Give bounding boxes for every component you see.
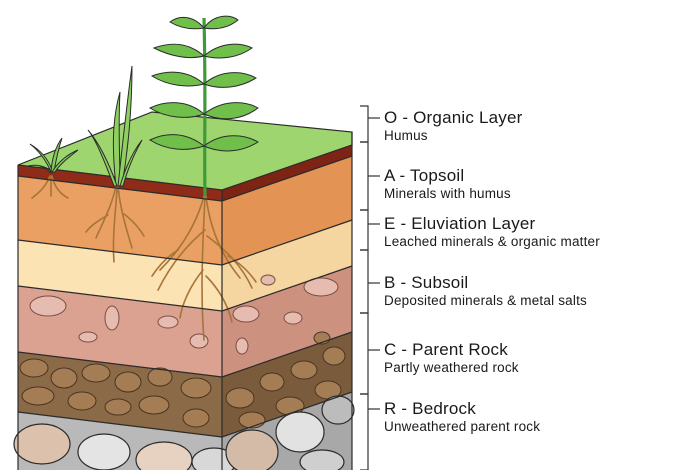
rock xyxy=(22,387,54,405)
pebble xyxy=(105,306,119,330)
pebble xyxy=(30,296,66,316)
rock xyxy=(105,399,131,415)
layer-title: B - Subsoil xyxy=(384,273,587,292)
boulder xyxy=(300,450,344,470)
boulder xyxy=(276,412,324,452)
plant-stem xyxy=(204,18,205,196)
pebble xyxy=(190,334,208,348)
leaf xyxy=(170,17,204,28)
rock xyxy=(181,378,211,398)
leaf xyxy=(154,44,204,57)
pebble xyxy=(261,275,275,285)
organic-layer-label: O - Organic Layer Humus xyxy=(384,108,523,144)
subsoil-label: B - Subsoil Deposited minerals & metal s… xyxy=(384,273,587,309)
boulder xyxy=(78,434,130,470)
layer-description: Deposited minerals & metal salts xyxy=(384,293,587,309)
leaf xyxy=(204,44,252,58)
rock xyxy=(291,361,317,379)
leaf xyxy=(152,72,204,86)
pebble xyxy=(79,332,97,342)
layer-title: E - Eluviation Layer xyxy=(384,214,600,233)
leaf xyxy=(204,73,256,88)
rock xyxy=(68,392,96,410)
layer-description: Minerals with humus xyxy=(384,186,511,202)
rock xyxy=(260,373,284,391)
boulder xyxy=(14,424,70,464)
layer-description: Partly weathered rock xyxy=(384,360,519,376)
layer-title: O - Organic Layer xyxy=(384,108,523,127)
pebble xyxy=(233,306,259,322)
rock xyxy=(239,412,265,428)
rock xyxy=(226,388,254,408)
layer-title: A - Topsoil xyxy=(384,166,511,185)
bedrock-label: R - Bedrock Unweathered parent rock xyxy=(384,399,540,435)
rock xyxy=(82,364,110,382)
rock xyxy=(51,368,77,388)
layer-description: Leached minerals & organic matter xyxy=(384,234,600,250)
layer-description: Unweathered parent rock xyxy=(384,419,540,435)
leaf xyxy=(204,16,238,29)
pebble xyxy=(236,338,248,354)
rock xyxy=(20,359,48,377)
leaf xyxy=(204,103,258,119)
pebble xyxy=(158,316,178,328)
layer-description: Humus xyxy=(384,128,523,144)
rock xyxy=(115,372,141,392)
eluviation-layer-label: E - Eluviation Layer Leached minerals & … xyxy=(384,214,600,250)
rock xyxy=(183,409,209,427)
rock xyxy=(323,347,345,365)
pebble xyxy=(284,312,302,324)
topsoil-label: A - Topsoil Minerals with humus xyxy=(384,166,511,202)
parent-rock-label: C - Parent Rock Partly weathered rock xyxy=(384,340,519,376)
boulder xyxy=(226,430,278,470)
layer-brackets xyxy=(360,106,380,470)
layer-title: C - Parent Rock xyxy=(384,340,519,359)
rock xyxy=(139,396,169,414)
layer-title: R - Bedrock xyxy=(384,399,540,418)
